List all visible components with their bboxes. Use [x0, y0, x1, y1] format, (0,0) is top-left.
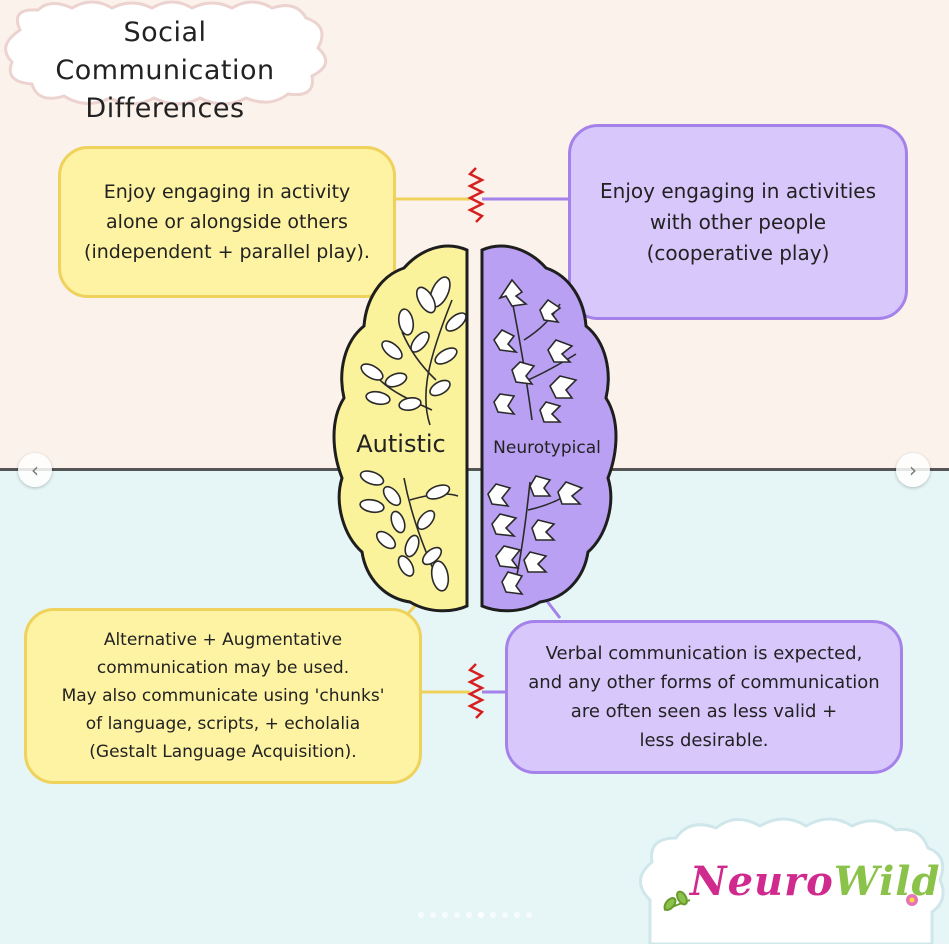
box-neurotypical-communication-text: Verbal communication is expected, and an…: [528, 643, 880, 751]
pagination-dot[interactable]: [418, 912, 424, 918]
pagination-dot[interactable]: [430, 912, 436, 918]
pagination-dot[interactable]: [454, 912, 460, 918]
carousel-pagination: [400, 912, 550, 922]
pagination-dot[interactable]: [514, 912, 520, 918]
leaf-icon: [663, 890, 691, 911]
left-vine-top: [360, 276, 467, 426]
box-neurotypical-play-text: Enjoy engaging in activities with other …: [600, 178, 876, 265]
zigzag-bottom: [467, 663, 485, 719]
pagination-dot[interactable]: [490, 912, 496, 918]
pagination-dot[interactable]: [526, 912, 532, 918]
pagination-dot[interactable]: [442, 912, 448, 918]
label-autistic: Autistic: [356, 430, 446, 458]
box-neurotypical-communication: Verbal communication is expected, and an…: [505, 620, 903, 774]
box-autistic-communication-text: Alternative + Augmentative communication…: [61, 630, 385, 762]
right-vine-bottom: [487, 475, 584, 596]
chevron-right-icon: ›: [909, 458, 917, 482]
box-neurotypical-play: Enjoy engaging in activities with other …: [568, 124, 908, 320]
flower-icon: [906, 894, 918, 906]
logo-part-wild: Wild: [833, 858, 941, 905]
carousel-next-button[interactable]: ›: [896, 453, 930, 487]
chevron-left-icon: ‹: [31, 458, 39, 482]
title-cloud: [4, 0, 328, 106]
box-autistic-play-text: Enjoy engaging in activity alone or alon…: [84, 181, 370, 263]
label-neurotypical: Neurotypical: [493, 438, 601, 458]
left-vine-bottom: [359, 470, 459, 592]
right-vine-top: [493, 278, 578, 423]
neurowild-logo: NeuroWild: [690, 858, 939, 905]
zigzag-top: [467, 167, 485, 223]
pagination-dot-active[interactable]: [478, 912, 484, 918]
title-line-1: Social Communication: [55, 17, 275, 86]
divider-line: [0, 468, 949, 471]
page-title: Social Communication Differences: [10, 14, 320, 128]
pagination-dot[interactable]: [502, 912, 508, 918]
carousel-prev-button[interactable]: ‹: [18, 453, 52, 487]
logo-part-neuro: Neuro: [690, 858, 834, 905]
box-autistic-communication: Alternative + Augmentative communication…: [24, 608, 422, 784]
pagination-dot[interactable]: [466, 912, 472, 918]
title-line-2: Differences: [85, 93, 245, 124]
box-autistic-play: Enjoy engaging in activity alone or alon…: [58, 146, 396, 298]
